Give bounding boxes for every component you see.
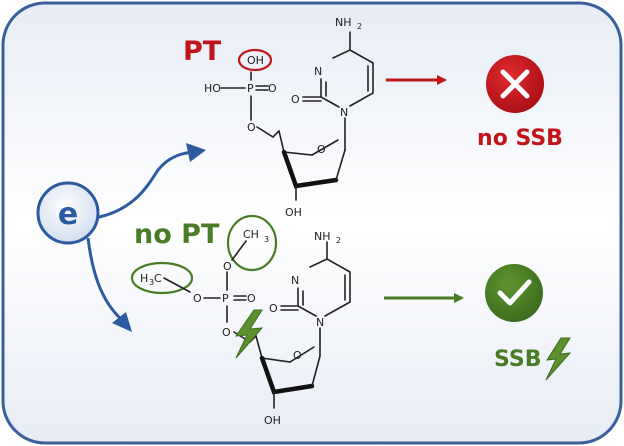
no-ssb-label: no SSB <box>477 126 563 151</box>
top-p-o: O <box>268 82 277 95</box>
electron-label: e <box>58 197 78 232</box>
bottom-n3: N <box>291 274 299 287</box>
check-icon <box>485 264 543 322</box>
bottom-oh-3prime: OH <box>264 414 281 427</box>
bottom-h3c-h: H <box>140 272 148 285</box>
x-icon <box>486 55 544 113</box>
top-o-link: O <box>247 121 256 134</box>
top-oh-3prime: OH <box>285 206 302 219</box>
top-ho: HO <box>204 82 221 95</box>
bottom-o-c2: O <box>269 302 278 315</box>
top-n1: N <box>340 106 348 119</box>
top-o-ring: O <box>317 143 326 156</box>
bottom-ch3: CH <box>243 228 259 241</box>
bottom-n1: N <box>316 316 324 329</box>
top-nh2-sub: 2 <box>357 22 362 31</box>
top-n3: N <box>314 65 322 78</box>
bottom-o-upper: O <box>223 260 232 273</box>
pt-oh-circle <box>237 48 273 72</box>
bottom-p: P <box>222 292 229 305</box>
bottom-ch3-sub: 3 <box>264 235 269 244</box>
electron: e <box>36 181 100 245</box>
bottom-nh2: NH <box>314 230 331 243</box>
top-o-c2: O <box>291 93 300 106</box>
bottom-o-ring: O <box>293 349 302 362</box>
pt-label: PT <box>183 36 222 67</box>
electron-arrows <box>86 143 206 332</box>
bottom-o-link: O <box>222 326 231 339</box>
bottom-h3c-sub: 3 <box>149 278 154 287</box>
top-molecule: PT OH HO P O O O OH N NH 2 N O <box>183 16 374 219</box>
top-p: P <box>247 82 254 95</box>
lightning-icon <box>234 309 264 359</box>
lightning-icon-ssb <box>545 337 572 381</box>
no-pt-methyl-right-circle <box>226 214 278 272</box>
bottom-p-o: O <box>247 292 256 305</box>
no-pt-label: no PT <box>134 219 220 250</box>
bottom-h3c-c: C <box>154 272 162 285</box>
bottom-o-left: O <box>193 292 202 305</box>
ssb-label: SSB <box>494 347 541 372</box>
top-oh-circled: OH <box>247 54 264 67</box>
top-nh2: NH <box>335 16 352 29</box>
bottom-nh2-sub: 2 <box>336 236 341 245</box>
bottom-molecule: no PT CH 3 O H 3 C O P O O O OH N NH 2 N <box>130 214 351 427</box>
no-pt-methyl-left-circle <box>130 261 194 295</box>
